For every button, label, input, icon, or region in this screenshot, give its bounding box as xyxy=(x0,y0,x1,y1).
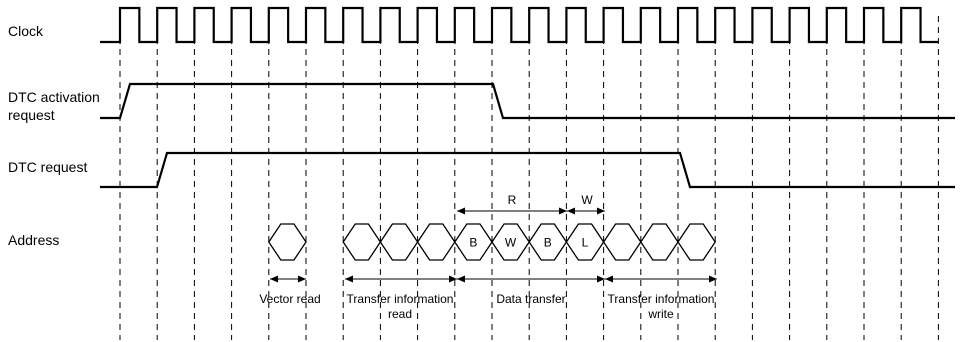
dtc-request-waveform xyxy=(100,151,955,189)
data-transfer-span: Data transfer xyxy=(457,275,605,306)
address-cell-label: B xyxy=(469,236,477,250)
transfer-info-cycle xyxy=(677,223,716,261)
dtc-request-label: DTC request xyxy=(8,159,87,175)
arrow-left-icon xyxy=(567,207,575,215)
transfer-info-read-span: Transfer information read xyxy=(345,275,457,321)
cycle-gridlines xyxy=(119,16,939,340)
vector-read-span: Vector read xyxy=(259,275,321,306)
transfer-info-read-label-line2: read xyxy=(388,307,412,321)
address-cell-label: L xyxy=(582,236,589,250)
transfer-info-cycle xyxy=(602,223,642,261)
transfer-info-read-label-line1: Transfer information xyxy=(347,292,454,306)
read-bracket-label: R xyxy=(508,193,517,207)
transfer-info-cycle xyxy=(342,223,382,261)
transfer-info-cycle xyxy=(379,223,419,261)
transfer-info-cycle xyxy=(416,223,456,261)
clock-label: Clock xyxy=(8,23,44,39)
transfer-info-cycle xyxy=(640,223,679,261)
arrow-right-icon xyxy=(298,275,306,283)
vector-read-label: Vector read xyxy=(259,292,320,306)
activation-request-waveform xyxy=(100,82,955,120)
arrow-right-icon xyxy=(559,207,567,215)
activation-label-line1: DTC activation xyxy=(8,89,100,105)
read-bracket: R xyxy=(457,193,567,215)
arrow-right-icon xyxy=(597,207,605,215)
arrow-right-icon xyxy=(449,275,457,283)
arrow-left-icon xyxy=(345,275,353,283)
transfer-info-write-span: Transfer information write xyxy=(605,275,717,321)
arrow-right-icon xyxy=(709,275,717,283)
arrow-right-icon xyxy=(597,275,605,283)
clock-waveform xyxy=(100,6,939,44)
arrow-left-icon xyxy=(270,275,278,283)
address-cell-label: W xyxy=(505,236,517,250)
transfer-info-write-label-line2: write xyxy=(647,307,674,321)
address-label: Address xyxy=(8,232,59,248)
address-cell-label: B xyxy=(544,236,552,250)
write-bracket: W xyxy=(567,193,605,215)
activation-label-line2: request xyxy=(8,107,55,123)
arrow-left-icon xyxy=(605,275,613,283)
transfer-info-write-label-line1: Transfer information xyxy=(608,292,715,306)
write-bracket-label: W xyxy=(581,193,593,207)
data-transfer-label: Data transfer xyxy=(496,292,565,306)
arrow-left-icon xyxy=(457,275,465,283)
vector-read-cycle xyxy=(268,223,307,261)
arrow-left-icon xyxy=(457,207,465,215)
